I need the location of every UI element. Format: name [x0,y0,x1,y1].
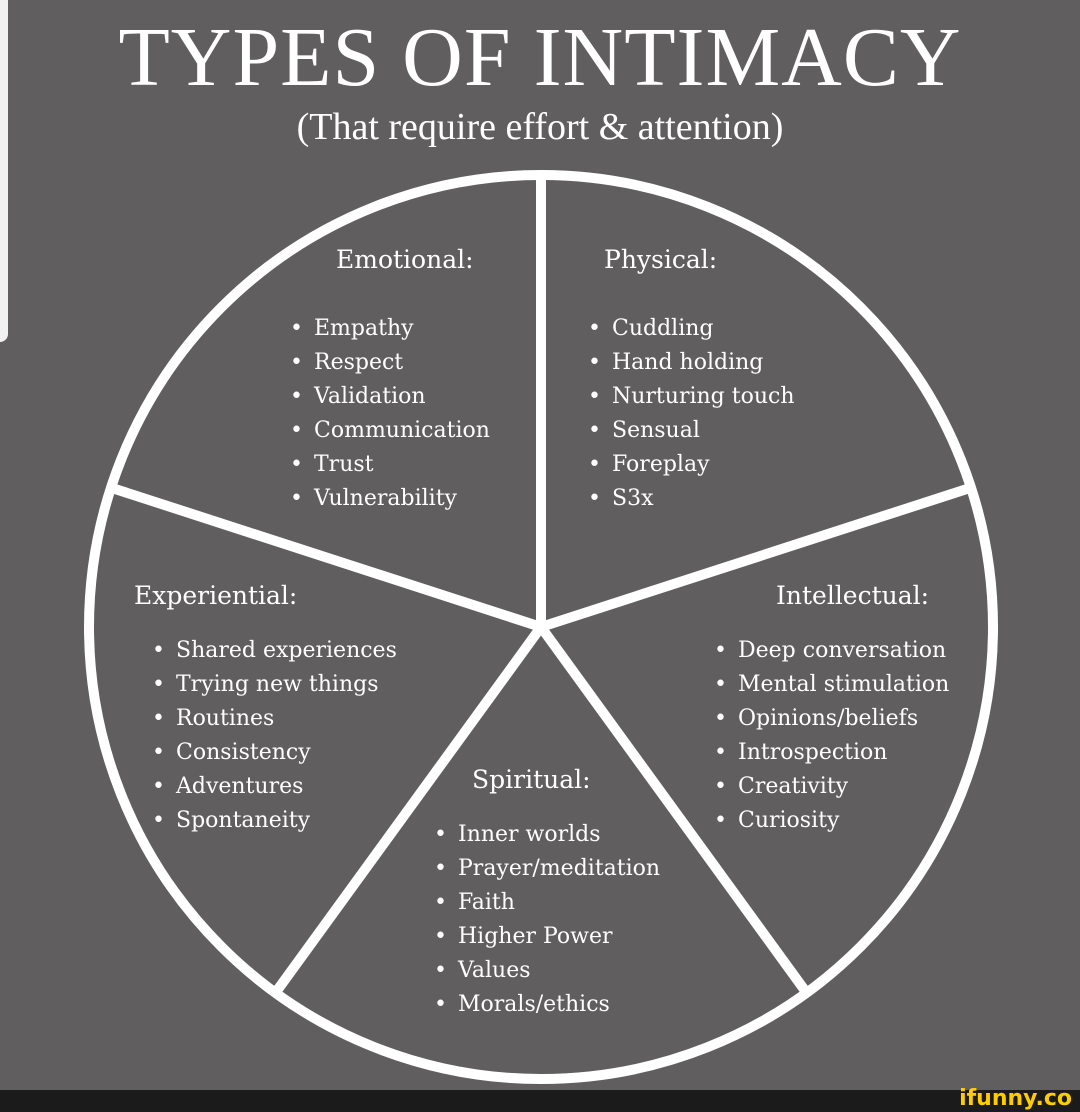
segment-list: •Cuddling •Hand holding •Nurturing touch… [588,312,795,516]
list-item: •Introspection [714,740,888,765]
list-item: •Mental stimulation [714,672,950,697]
segment-intellectual: Intellectual: •Deep conversation •Mental… [714,580,949,838]
divider-right [539,483,972,632]
list-item: •Nurturing touch [588,384,795,409]
footer-bar [0,1090,1080,1112]
list-item: •Spontaneity [152,808,311,833]
segment-heading: Physical: [604,245,718,274]
list-item: •Curiosity [714,808,840,833]
segment-list: •Deep conversation •Mental stimulation •… [714,634,949,838]
segment-list: •Empathy •Respect •Validation •Communica… [290,312,490,516]
list-item: •Vulnerability [290,486,457,511]
segment-list: •Shared experiences •Trying new things •… [152,634,397,838]
list-item: •Faith [434,890,515,915]
segment-spiritual: Spiritual: •Inner worlds •Prayer/meditat… [434,764,660,1022]
list-item: •Adventures [152,774,304,799]
segment-heading: Spiritual: [472,765,591,794]
list-item: •Hand holding [588,350,764,375]
ifunny-watermark: ifunny.co [959,1086,1072,1111]
left-edge-tab [0,0,8,342]
segment-emotional: Emotional: •Empathy •Respect •Validation… [290,244,490,516]
segment-heading: Emotional: [336,245,474,274]
segment-list: •Inner worlds •Prayer/meditation •Faith … [434,818,660,1022]
list-item: •Trying new things [152,672,379,697]
list-item: •Inner worlds [434,822,601,847]
list-item: •S3x [588,486,654,511]
page-subtitle: (That require effort & attention) [296,106,784,148]
list-item: •Foreplay [588,452,710,477]
list-item: •Routines [152,706,275,731]
segment-physical: Physical: •Cuddling •Hand holding •Nurtu… [588,244,795,516]
list-item: •Trust [290,452,374,477]
list-item: •Creativity [714,774,849,799]
list-item: •Prayer/meditation [434,856,661,881]
page-title: TYPES OF INTIMACY [118,11,962,104]
segment-heading: Experiential: [134,581,298,610]
list-item: •Deep conversation [714,638,947,663]
wheel-outline [84,170,998,1084]
list-item: •Higher Power [434,924,613,949]
divider-bottom-left [271,624,546,995]
list-item: •Cuddling [588,316,714,341]
divider-bottom-right [536,624,811,995]
segment-experiential: Experiential: •Shared experiences •Tryin… [134,580,397,838]
list-item: •Morals/ethics [434,992,610,1017]
list-item: •Respect [290,350,404,375]
list-item: •Values [434,958,531,983]
list-item: •Sensual [588,418,700,443]
list-item: •Opinions/beliefs [714,706,919,731]
segment-heading: Intellectual: [776,581,930,610]
list-item: •Validation [290,384,426,409]
list-item: •Communication [290,418,490,443]
list-item: •Empathy [290,316,414,341]
list-item: •Shared experiences [152,638,397,663]
divider-left [110,483,543,632]
list-item: •Consistency [152,740,311,765]
